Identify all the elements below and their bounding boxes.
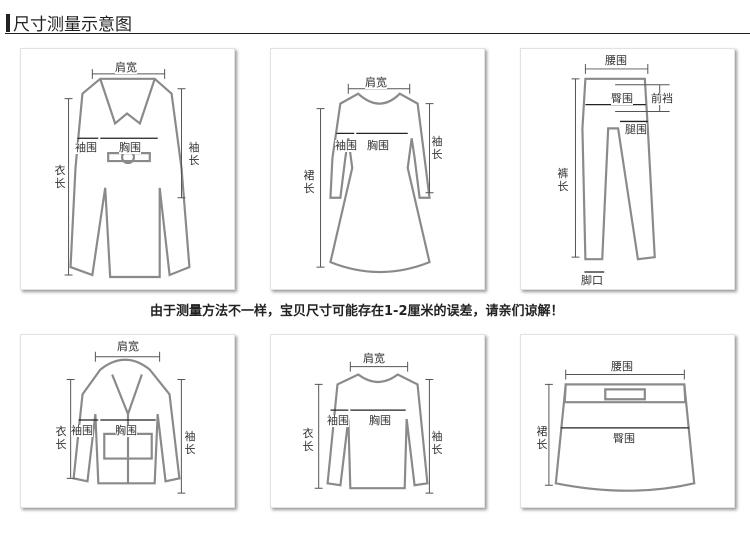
skirt-illustration <box>544 369 696 492</box>
label-chest: 胸围 <box>367 139 389 152</box>
label-chest: 胸围 <box>119 141 141 154</box>
header-divider <box>5 33 750 34</box>
skirt-diagram: 腰围 臀围 裙长 <box>520 334 735 508</box>
label-chest: 胸围 <box>115 424 137 437</box>
hoodie-illustration <box>66 351 186 494</box>
label-cuff: 袖围 <box>71 424 93 437</box>
coat-illustration <box>64 68 191 279</box>
label-length: 衣长 <box>54 164 66 190</box>
label-length: 裤长 <box>557 167 569 193</box>
label-length: 衣长 <box>302 427 314 453</box>
pants-diagram: 腰围 臀围 前裆 腿围 裤长 脚口 <box>520 48 735 290</box>
label-shoulder: 肩宽 <box>365 76 387 89</box>
label-hem: 脚口 <box>581 274 603 287</box>
header-bar <box>6 13 10 32</box>
label-sleeve: 袖长 <box>431 430 443 456</box>
label-thigh: 腿围 <box>625 123 647 136</box>
sweater-illustration <box>314 361 434 494</box>
coat-diagram: 肩宽 袖围 胸围 衣长 袖长 <box>20 48 235 290</box>
hoodie-diagram: 肩宽 袖围 胸围 衣长 袖长 <box>20 334 235 508</box>
label-sleeve: 袖长 <box>184 430 196 456</box>
label-shoulder: 肩宽 <box>117 340 139 353</box>
label-hip: 臀围 <box>613 432 635 445</box>
measurement-disclaimer: 由于测量方法不一样，宝贝尺寸可能存在1-2厘米的误差，请亲们谅解！ <box>150 304 564 319</box>
label-cuff: 袖围 <box>75 141 97 154</box>
label-shoulder: 肩宽 <box>363 352 385 365</box>
label-length: 衣长 <box>55 425 67 451</box>
label-length: 裙长 <box>536 425 548 451</box>
section-header: 尺寸测量示意图 <box>6 10 132 35</box>
label-chest: 胸围 <box>369 414 391 427</box>
label-shoulder: 肩宽 <box>115 61 137 74</box>
label-length: 裙长 <box>303 169 315 195</box>
pants-illustration <box>571 63 670 273</box>
label-waist: 腰围 <box>611 360 633 373</box>
dress-diagram: 肩宽 袖围 胸围 裙长 袖长 <box>270 48 485 290</box>
label-cuff: 袖围 <box>327 414 349 427</box>
section-title: 尺寸测量示意图 <box>13 15 132 35</box>
label-sleeve: 袖长 <box>188 141 200 167</box>
label-waist: 腰围 <box>605 54 627 67</box>
sweater-diagram: 肩宽 袖围 胸围 衣长 袖长 <box>270 334 485 508</box>
label-cuff: 袖围 <box>335 139 357 152</box>
label-hip: 臀围 <box>611 92 633 105</box>
label-sleeve: 袖长 <box>431 135 443 161</box>
label-rise: 前裆 <box>651 92 673 105</box>
